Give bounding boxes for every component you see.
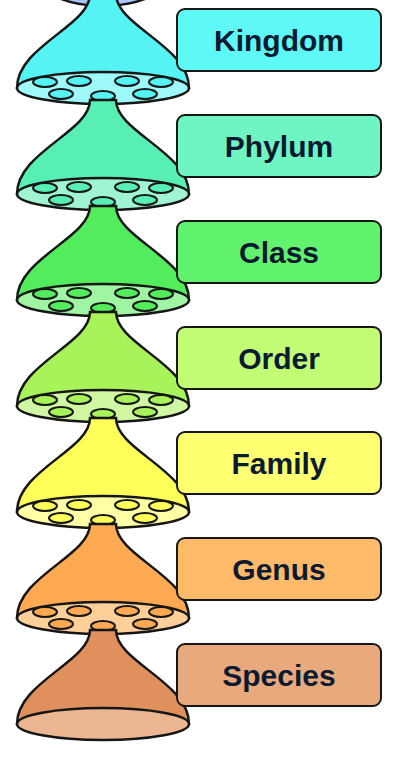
rank-label: Family — [231, 447, 326, 480]
rank-box: Genus — [176, 537, 382, 601]
rank-label: Genus — [232, 553, 325, 586]
bell-hole — [149, 501, 173, 511]
bell-hole — [133, 301, 157, 311]
bell-hole — [133, 513, 157, 523]
rank-label: Order — [238, 342, 320, 375]
bell-hole — [49, 513, 73, 523]
bell-hole — [67, 76, 91, 86]
rank-box: Class — [176, 220, 382, 284]
bell — [17, 206, 189, 316]
bell-hole — [115, 394, 139, 404]
bell-hole — [33, 289, 57, 299]
bell-hole — [133, 619, 157, 629]
bell-hole — [33, 77, 57, 87]
bell-hole — [67, 606, 91, 616]
bell — [17, 524, 189, 634]
bell — [17, 0, 189, 104]
bell-hole — [115, 182, 139, 192]
bell-hole — [33, 607, 57, 617]
bell-hole — [149, 183, 173, 193]
bell-hole — [49, 407, 73, 417]
bell — [17, 100, 189, 210]
bell-hole — [149, 607, 173, 617]
bell-hole — [133, 407, 157, 417]
bell-hole — [67, 288, 91, 298]
bell-hole — [67, 394, 91, 404]
bell-hole — [49, 301, 73, 311]
bell-hole — [49, 195, 73, 205]
bell-hole — [149, 395, 173, 405]
rank-box: Family — [176, 431, 382, 495]
rank-box: Species — [176, 643, 382, 707]
rank-box: Order — [176, 326, 382, 390]
bell-hole — [133, 89, 157, 99]
bell-hole — [67, 500, 91, 510]
rank-label: Kingdom — [214, 24, 344, 57]
bell — [17, 630, 189, 740]
bell-hole — [115, 288, 139, 298]
bell-hole — [115, 76, 139, 86]
rank-box: Kingdom — [176, 8, 382, 72]
bell-hole — [149, 77, 173, 87]
bell — [17, 312, 189, 422]
bell-hole — [115, 500, 139, 510]
bell-hole — [149, 289, 173, 299]
bell-hole — [115, 606, 139, 616]
bell-hole — [33, 501, 57, 511]
rank-label: Phylum — [225, 130, 333, 163]
rank-box: Phylum — [176, 114, 382, 178]
bell-hole — [33, 183, 57, 193]
bell-hole — [133, 195, 157, 205]
rank-label: Class — [239, 236, 319, 269]
rank-label: Species — [222, 659, 335, 692]
bell-hole — [49, 89, 73, 99]
bell — [17, 418, 189, 528]
bell-base — [17, 708, 189, 740]
bell-hole — [33, 395, 57, 405]
bell-hole — [49, 619, 73, 629]
bell-hole — [67, 182, 91, 192]
bell-stack — [17, 0, 189, 740]
